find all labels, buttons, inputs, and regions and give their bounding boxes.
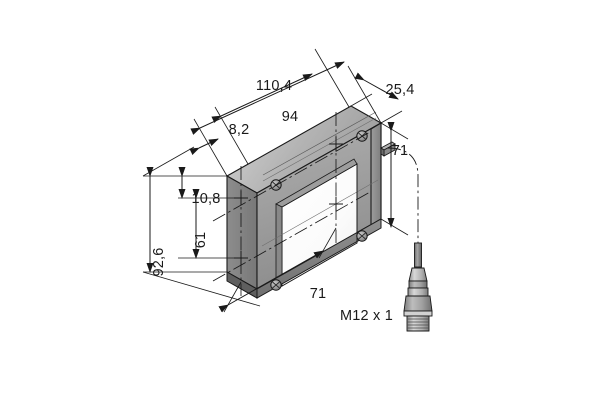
- connector-cable: [414, 242, 422, 268]
- connector-collar: [403, 310, 433, 317]
- dimline-71-bottom: [218, 250, 324, 313]
- connector-ring-2: [407, 287, 429, 297]
- frame-seam-lower: [262, 117, 377, 182]
- ext-depth-b: [380, 110, 403, 124]
- axis-horizontal-upper: [212, 131, 371, 222]
- dim-label-10-8: 10,8: [191, 191, 220, 207]
- dimline-8-2: [189, 138, 219, 156]
- frame-seam-front: [261, 179, 379, 247]
- dimline-94: [211, 73, 313, 123]
- ext-bot-71-left: [223, 281, 242, 313]
- dim-label-71-bottom: 71: [310, 286, 327, 302]
- dim-label-25-4: 25,4: [385, 82, 414, 98]
- dim-label-94: 94: [282, 109, 299, 125]
- dim-label-8-2: 8,2: [229, 122, 250, 138]
- screw-bottom-left: [270, 279, 282, 291]
- screw-bottom-right: [356, 230, 368, 242]
- sensor-housing: [225, 105, 396, 299]
- screw-top-right: [356, 130, 368, 142]
- dim-label-110-4: 110,4: [256, 78, 292, 94]
- connector-centerline: [387, 147, 419, 262]
- connector-thread-grooves: [407, 318, 429, 329]
- hole-cross-top-right: [329, 137, 343, 151]
- dimension-lines: [146, 61, 399, 313]
- dimline-110-4: [190, 61, 345, 135]
- dim-label-71-right: 71: [392, 143, 409, 159]
- connector-thread-nose: [406, 315, 430, 332]
- dim-label-92-6: 92,6: [151, 247, 167, 276]
- m12-male-connector: [403, 242, 433, 332]
- housing-left-end-face: [226, 175, 258, 290]
- connector-ring-1: [408, 280, 428, 289]
- frame-seam-upper: [262, 111, 377, 176]
- label-m12-thread: M12 x 1: [340, 308, 393, 324]
- dim-label-61: 61: [193, 232, 209, 249]
- ext-depth-a: [350, 93, 373, 107]
- ref-top-diagonal: [142, 146, 195, 177]
- dimline-25-4: [354, 72, 399, 100]
- hole-cross-bottom-right: [329, 197, 343, 211]
- ext-right-71-bot: [380, 218, 409, 236]
- ext-top-inner-right: [314, 48, 350, 108]
- connector-grip-body: [403, 295, 433, 312]
- ext-right-71-top: [380, 122, 409, 140]
- housing-right-end-face: [370, 122, 382, 226]
- connector-strain-relief: [408, 267, 428, 282]
